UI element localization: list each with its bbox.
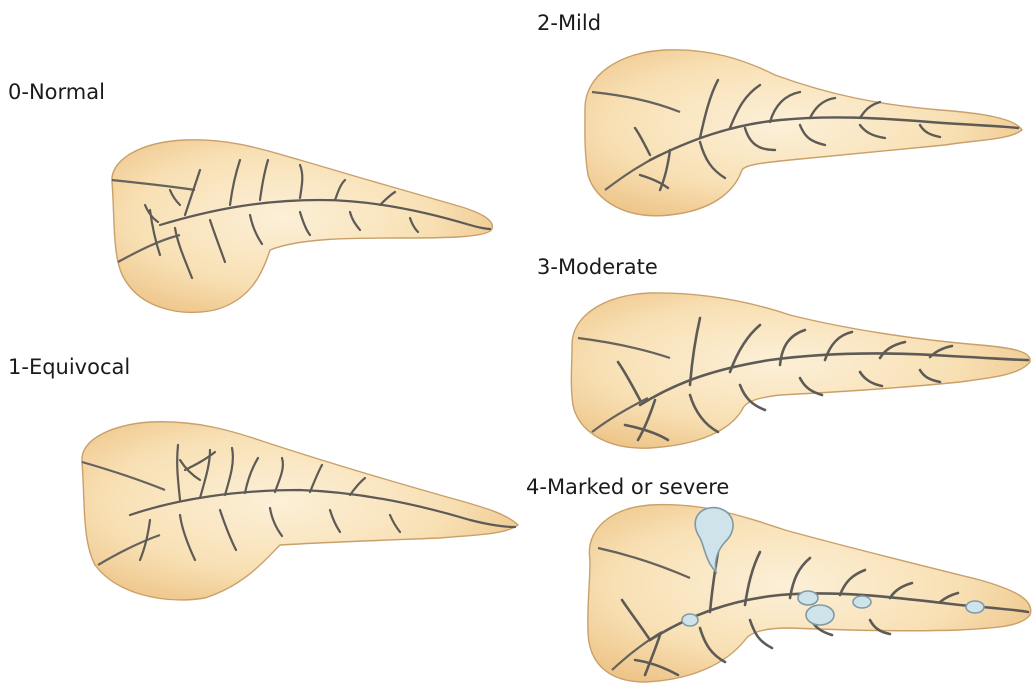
- pancreas-marked-severe-illustration: [0, 0, 1036, 685]
- pancreatitis-grading-diagram: 0-Normal 1-Equivocal 2-Mild 3-Moderate 4…: [0, 0, 1036, 685]
